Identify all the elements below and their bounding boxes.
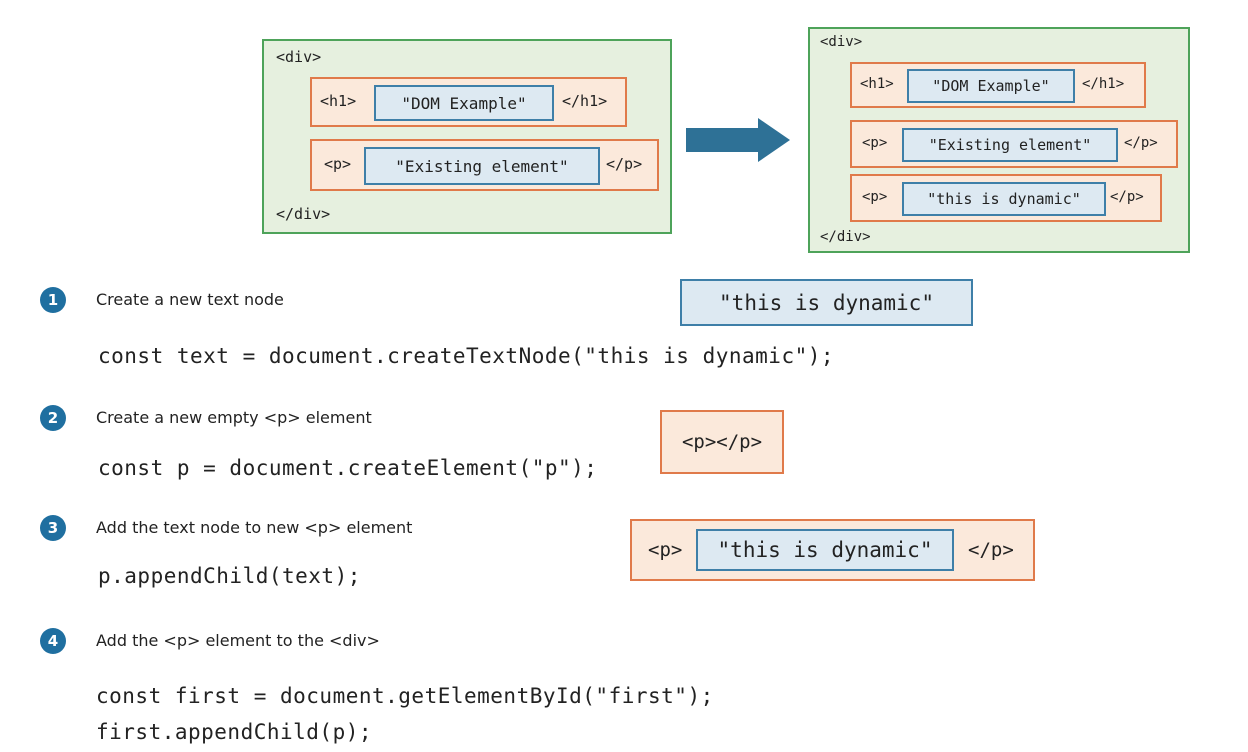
- before-h1-box: <h1> "DOM Example" </h1>: [310, 77, 627, 127]
- step-3-code-line-1: p.appendChild(text);: [98, 564, 361, 588]
- step-4-code-line-2: first.appendChild(p);: [96, 720, 373, 744]
- after-p2-box: <p> "this is dynamic" </p>: [850, 174, 1162, 222]
- step-3-badge: 3: [40, 515, 66, 541]
- step-4-badge: 4: [40, 628, 66, 654]
- step-1-code-line-1: const text = document.createTextNode("th…: [98, 344, 835, 368]
- step-1-title: Create a new text node: [96, 290, 284, 309]
- after-h1-close: </h1>: [1082, 76, 1125, 92]
- after-div-open: <div>: [820, 34, 863, 50]
- step-3-p-element: <p> "this is dynamic" </p>: [630, 519, 1035, 581]
- step-2-badge: 2: [40, 405, 66, 431]
- after-h1-text: "DOM Example": [907, 69, 1075, 103]
- before-p-text: "Existing element": [364, 147, 600, 185]
- before-div-box: <div> <h1> "DOM Example" </h1> <p> "Exis…: [262, 39, 672, 234]
- step-4-code-line-1: const first = document.getElementById("f…: [96, 684, 714, 708]
- after-p2-close: </p>: [1110, 189, 1144, 205]
- step-2-empty-p-element: <p></p>: [660, 410, 784, 474]
- right-arrow-icon: [686, 118, 790, 162]
- step-4-title: Add the <p> element to the <div>: [96, 631, 380, 650]
- step-3-p-open: <p>: [648, 539, 683, 561]
- step-1-badge: 1: [40, 287, 66, 313]
- after-p1-text: "Existing element": [902, 128, 1118, 162]
- after-p2-open: <p>: [862, 189, 888, 205]
- step-3-title: Add the text node to new <p> element: [96, 518, 413, 537]
- before-p-close: </p>: [606, 155, 643, 173]
- step-3-p-close: </p>: [968, 539, 1014, 561]
- after-p1-box: <p> "Existing element" </p>: [850, 120, 1178, 168]
- before-h1-text: "DOM Example": [374, 85, 554, 121]
- after-p1-open: <p>: [862, 135, 888, 151]
- step-2-title: Create a new empty <p> element: [96, 408, 372, 427]
- after-div-close: </div>: [820, 229, 871, 245]
- before-h1-close: </h1>: [562, 92, 608, 110]
- before-p-box: <p> "Existing element" </p>: [310, 139, 659, 191]
- step-1-text-node: "this is dynamic": [680, 279, 973, 326]
- after-p2-text: "this is dynamic": [902, 182, 1106, 216]
- after-p1-close: </p>: [1124, 135, 1158, 151]
- before-p-open: <p>: [324, 155, 352, 173]
- step-2-code-line-1: const p = document.createElement("p");: [98, 456, 598, 480]
- before-div-close: </div>: [276, 205, 331, 223]
- after-h1-open: <h1>: [860, 76, 894, 92]
- before-div-open: <div>: [276, 48, 322, 66]
- after-h1-box: <h1> "DOM Example" </h1>: [850, 62, 1146, 108]
- before-h1-open: <h1>: [320, 92, 357, 110]
- step-3-text-node: "this is dynamic": [696, 529, 954, 571]
- after-div-box: <div> <h1> "DOM Example" </h1> <p> "Exis…: [808, 27, 1190, 253]
